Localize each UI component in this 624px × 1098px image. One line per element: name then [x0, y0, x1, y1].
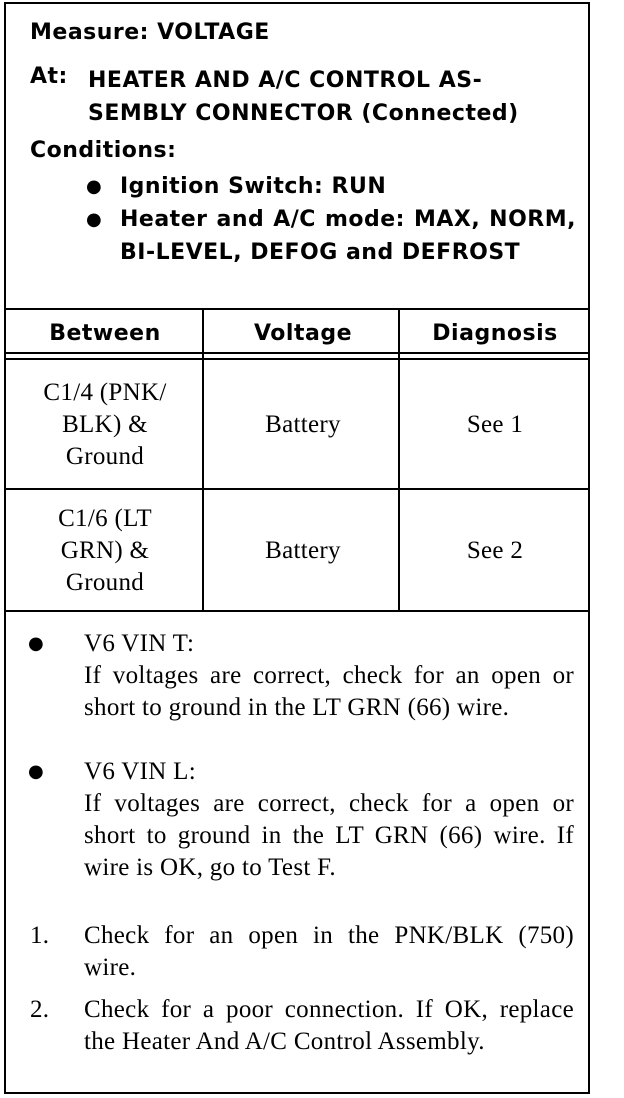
note-text: If voltages are correct, check for a ope…	[84, 790, 574, 881]
table-cell-diagnosis: See 1	[466, 411, 524, 438]
note-text: Check for an open in the PNK/BLK (750) w…	[84, 922, 574, 981]
column-header-divider	[6, 352, 588, 354]
bullet-icon: ●	[86, 176, 103, 197]
table-cell-voltage: Battery	[265, 537, 341, 564]
row-divider	[6, 488, 588, 490]
column-header-between: Between	[49, 320, 161, 346]
conditions-label: Conditions:	[30, 138, 177, 163]
table-cell-voltage: Battery	[265, 411, 341, 438]
note-title: V6 VIN L:	[84, 758, 196, 785]
location-text: HEATER AND A/C CONTROL AS-SEMBLY CONNECT…	[88, 68, 519, 126]
procedure-card: Measure: VOLTAGE At: HEATER AND A/C CONT…	[4, 2, 590, 1094]
condition-text: Heater and A/C mode: MAX, NORM, BI-LEVEL…	[120, 207, 576, 265]
column-header-voltage: Voltage	[253, 320, 352, 346]
table-cell-between: C1/6 (LT GRN) & Ground	[58, 505, 152, 596]
bullet-icon: ●	[28, 633, 45, 654]
column-header-diagnosis: Diagnosis	[432, 320, 558, 346]
table-cell-diagnosis: See 2	[466, 537, 524, 564]
header-divider	[6, 308, 588, 310]
bullet-icon: ●	[86, 209, 103, 230]
table-cell-between: C1/4 (PNK/ BLK) & Ground	[43, 379, 167, 470]
condition-item: ● Heater and A/C mode: MAX, NORM, BI-LEV…	[86, 203, 576, 269]
step-number: 2.	[30, 996, 50, 1023]
column-divider	[398, 310, 400, 610]
condition-item: ● Ignition Switch: RUN	[86, 170, 576, 203]
note-title: V6 VIN T:	[84, 630, 195, 657]
note-text: Check for a poor connection. If OK, repl…	[84, 996, 574, 1055]
table-bottom-divider	[6, 610, 588, 612]
bullet-icon: ●	[28, 761, 45, 782]
note-text: If voltages are correct, check for an op…	[84, 662, 574, 721]
condition-text: Ignition Switch: RUN	[120, 174, 387, 199]
column-divider	[202, 310, 204, 610]
at-label: At:	[30, 64, 68, 89]
measurement-header: Measure: VOLTAGE At: HEATER AND A/C CONT…	[6, 4, 588, 310]
column-header-divider	[6, 358, 588, 360]
step-number: 1.	[30, 922, 50, 949]
measure-title: Measure: VOLTAGE	[30, 20, 270, 45]
